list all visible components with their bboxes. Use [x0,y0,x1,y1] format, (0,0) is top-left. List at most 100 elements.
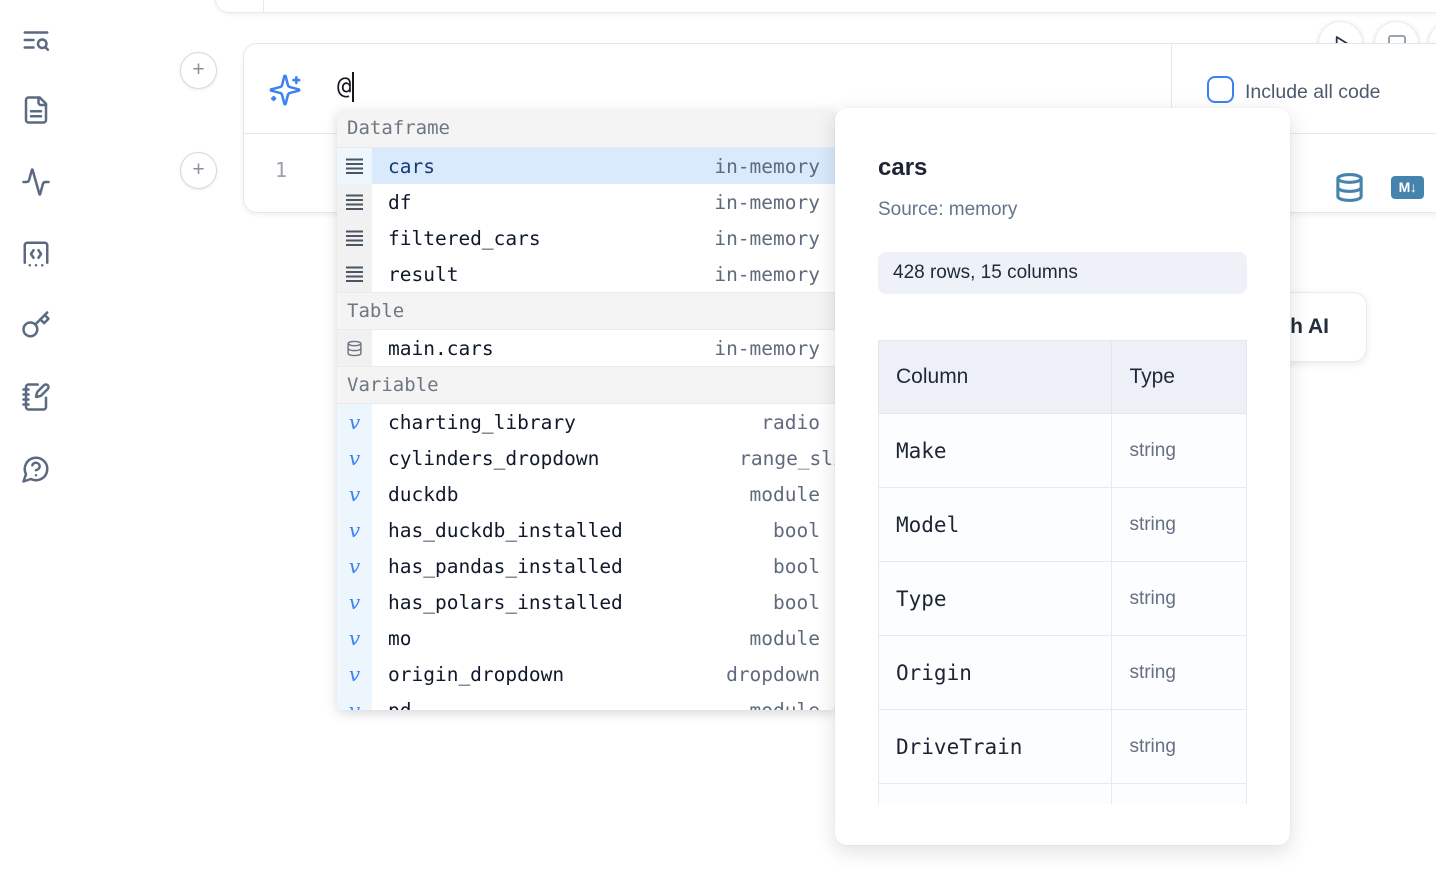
item-name: cylinders_dropdown [388,446,600,470]
schema-column-type: string [1111,561,1247,636]
dataframe-rows-icon [346,194,363,210]
sparkles-ai-icon [269,74,301,106]
variable-icon: v [348,410,361,434]
item-name: origin_dropdown [388,662,565,686]
item-main: main.cars in-memory [372,330,835,366]
item-type: module [749,482,820,506]
variable-icon: v [348,446,361,470]
item-main: duckdb module [372,476,835,512]
autocomplete-item-duckdb[interactable]: v duckdb module [337,476,835,512]
preview-title: cars [878,154,928,181]
schema-column-name: Model [878,487,1113,562]
schema-column-name: DriveTrain [878,709,1113,784]
variables-activity-icon[interactable] [20,166,52,198]
item-name: df [388,190,412,214]
item-main: mo module [372,620,835,656]
shape-badge: 428 rows, 15 columns [878,252,1247,294]
markdown-icon[interactable]: M↓ [1391,176,1424,199]
item-name: has_polars_installed [388,590,623,614]
ai-prompt-input[interactable]: @ [337,72,355,102]
item-gutter: v [337,692,372,710]
item-gutter: v [337,512,372,548]
variable-icon: v [348,626,361,650]
database-icon[interactable] [1334,172,1365,203]
schema-column-name: Type [878,561,1113,636]
include-all-code-checkbox[interactable] [1207,76,1234,103]
item-type: dropdown [726,662,820,686]
item-type: in-memory [714,262,820,286]
dataframe-rows-icon [346,158,363,174]
item-gutter [337,330,372,366]
code-editor-row[interactable]: 1 M↓ [244,134,1436,212]
item-gutter [337,220,372,256]
autocomplete-item-mo[interactable]: v mo module [337,620,835,656]
item-type: in-memory [714,226,820,250]
item-type: bool [773,554,820,578]
autocomplete-item-origin_dropdown[interactable]: v origin_dropdown dropdown [337,656,835,692]
dataframe-rows-icon [346,230,363,246]
item-name: main.cars [388,336,494,360]
autocomplete-section-header: Dataframe [337,110,835,148]
previous-cell-gutter-divider [263,0,264,12]
item-gutter [337,148,372,184]
item-type: module [749,626,820,650]
add-cell-below-button[interactable]: + [180,152,217,189]
autocomplete-item-main-cars[interactable]: main.cars in-memory [337,330,835,366]
schema-row [878,783,1247,804]
add-cell-above-button[interactable]: + [180,52,217,89]
autocomplete-item-cylinders_dropdown[interactable]: v cylinders_dropdown range_slider [337,440,835,476]
previous-cell-fragment [215,0,1436,13]
item-gutter: v [337,476,372,512]
file-explorer-search-icon[interactable] [20,24,52,56]
item-gutter [337,256,372,292]
preview-source: Source: memory [878,199,1018,220]
item-type: in-memory [714,336,820,360]
item-main: cylinders_dropdown range_slider [372,440,835,476]
line-number: 1 [274,158,288,182]
item-gutter [337,184,372,220]
ai-row-divider [1171,44,1172,133]
variable-icon: v [348,554,361,578]
help-chat-icon[interactable] [20,453,52,485]
snippets-code-icon[interactable] [20,238,52,270]
variable-icon: v [348,482,361,506]
documentation-icon[interactable] [20,94,52,126]
secrets-key-icon[interactable] [20,309,52,341]
item-gutter: v [337,620,372,656]
item-name: charting_library [388,410,576,434]
variable-icon: v [348,518,361,542]
item-gutter: v [337,548,372,584]
item-gutter: v [337,656,372,692]
schema-column-name: Make [878,413,1113,488]
item-name: duckdb [388,482,459,506]
dataframe-rows-icon [346,266,363,282]
item-type: in-memory [714,154,820,178]
schema-header-column: Column [878,340,1113,414]
left-icon-rail [0,0,72,874]
schema-column-type: string [1111,413,1247,488]
item-type: range_slider [739,446,835,470]
item-name: mo [388,626,412,650]
dataframe-preview-panel: cars Source: memory 428 rows, 15 columns… [835,108,1290,845]
variable-icon: v [348,662,361,686]
scratchpad-notebook-icon[interactable] [20,381,52,413]
